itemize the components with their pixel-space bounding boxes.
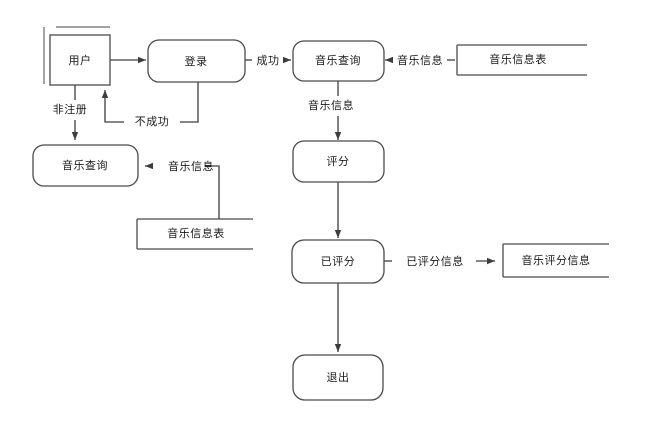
flow-store-top-to-query-top: 音乐信息: [385, 53, 455, 67]
node-label-user: 用户: [69, 53, 92, 67]
flow-label-unregistered: 非注册: [53, 102, 88, 116]
node-rated[interactable]: 已评分: [291, 239, 385, 284]
node-label-rated: 已评分: [321, 255, 356, 268]
flow-label-music-info-middle: 音乐信息: [308, 98, 354, 112]
node-user[interactable]: 用户: [43, 26, 111, 86]
store-music-info-left[interactable]: 音乐信息表: [136, 218, 253, 250]
node-rating[interactable]: 评分: [292, 140, 385, 183]
flow-label-rated-info: 已评分信息: [406, 254, 464, 268]
flow-label-music-info-left: 音乐信息: [168, 159, 214, 173]
store-music-rating-info[interactable]: 音乐评分信息: [502, 243, 609, 278]
node-label-music-query-left: 音乐查询: [62, 158, 108, 172]
flow-login-to-query-top: 成功: [245, 54, 291, 67]
flow-label-failed: 不成功: [135, 115, 170, 128]
node-label-exit: 退出: [327, 370, 350, 384]
flow-store-left-to-query-left: 音乐信息: [145, 159, 220, 219]
store-label-music-rating-info: 音乐评分信息: [522, 253, 591, 267]
store-label-music-info-top: 音乐信息表: [489, 52, 547, 66]
flow-login-fail-to-user: 不成功: [101, 82, 199, 132]
flow-query-top-to-rating: 音乐信息: [303, 80, 359, 140]
node-label-rating: 评分: [327, 155, 350, 168]
node-label-login: 登录: [185, 54, 208, 68]
node-music-query-left[interactable]: 音乐查询: [32, 144, 139, 187]
flow-label-success: 成功: [257, 54, 280, 67]
store-music-info-top[interactable]: 音乐信息表: [456, 44, 587, 76]
node-exit[interactable]: 退出: [292, 354, 384, 401]
store-label-music-info-left: 音乐信息表: [167, 226, 225, 240]
node-login[interactable]: 登录: [147, 39, 246, 83]
node-music-query-top[interactable]: 音乐查询: [292, 40, 385, 82]
flow-user-to-query-left: 非注册: [42, 85, 98, 140]
flow-rated-to-store-rating: 已评分信息: [384, 254, 495, 268]
node-label-music-query-top: 音乐查询: [315, 53, 361, 67]
flow-label-music-info-top: 音乐信息: [397, 53, 443, 67]
